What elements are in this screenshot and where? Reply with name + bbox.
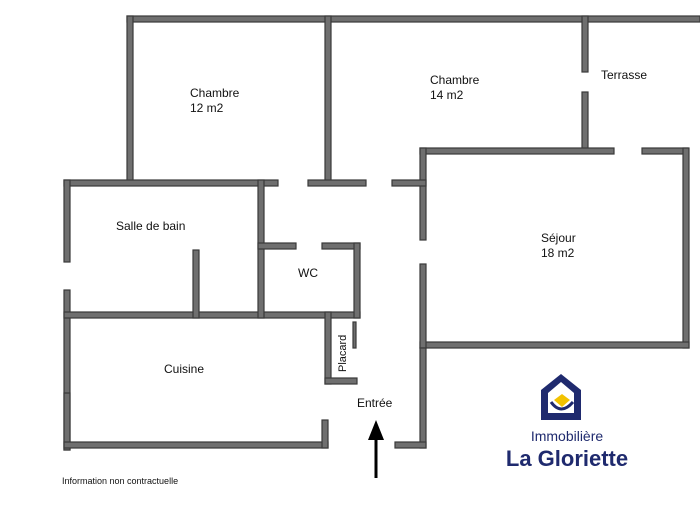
wall <box>353 242 361 319</box>
wall <box>419 263 427 349</box>
room-placard-label: Placard <box>337 334 349 372</box>
wall <box>126 15 700 23</box>
wall <box>581 91 589 151</box>
wall <box>324 311 332 385</box>
disclaimer-text: Information non contractuelle <box>62 476 179 486</box>
wall <box>192 249 200 319</box>
wall <box>307 179 367 187</box>
wall <box>419 147 427 241</box>
wall <box>352 321 357 349</box>
room-chambre-2-area: 14 m2 <box>430 88 464 102</box>
room-sejour-name: Séjour <box>541 231 576 245</box>
house-logo-icon <box>541 374 581 420</box>
room-sejour-area: 18 m2 <box>541 246 575 260</box>
room-chambre-1-name: Chambre <box>190 86 240 100</box>
wall <box>324 377 358 385</box>
wall <box>63 179 71 263</box>
wall <box>324 15 332 184</box>
wall <box>391 179 427 187</box>
wall <box>63 311 361 319</box>
brand-line-2: La Gloriette <box>505 446 629 471</box>
brand-block: Immobilière La Gloriette <box>492 372 642 472</box>
room-wc-label: WC <box>298 266 318 280</box>
wall <box>257 242 297 250</box>
wall <box>581 15 589 73</box>
wall <box>419 347 427 449</box>
room-chambre-1-label: Chambre 12 m2 <box>190 86 239 116</box>
room-entree-label: Entrée <box>357 396 393 410</box>
entrance-arrow-head <box>368 420 384 440</box>
wall <box>63 441 329 449</box>
wall <box>321 419 329 449</box>
room-sejour-label: Séjour 18 m2 <box>541 231 576 261</box>
room-cuisine-label: Cuisine <box>164 362 205 376</box>
brand-line-1: Immobilière <box>530 428 604 444</box>
room-chambre-1-area: 12 m2 <box>190 101 224 115</box>
wall <box>63 179 279 187</box>
wall <box>394 441 427 449</box>
room-chambre-2-label: Chambre 14 m2 <box>430 73 479 103</box>
wall <box>641 147 689 155</box>
room-chambre-2-name: Chambre <box>430 73 480 87</box>
room-terrasse-label: Terrasse <box>601 68 648 82</box>
wall <box>126 15 134 183</box>
wall <box>419 147 615 155</box>
room-salle-de-bain-label: Salle de bain <box>116 219 186 233</box>
wall <box>63 392 71 451</box>
wall <box>419 341 690 349</box>
wall <box>682 147 690 349</box>
